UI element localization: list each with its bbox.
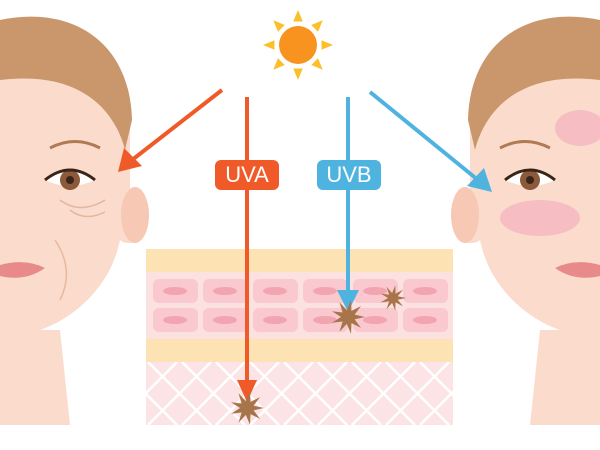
collagen-fiber (283, 362, 348, 425)
sun-ray (311, 20, 323, 32)
sun-ray (293, 68, 303, 80)
sun-ray (321, 40, 333, 50)
skin-cross-section (80, 249, 517, 425)
uva-arrowhead-dermis (237, 380, 257, 402)
uva-label: UVA (215, 160, 279, 190)
uva-rays (118, 88, 257, 402)
uvb-arrowhead-skin (337, 290, 359, 312)
collagen-fiber (147, 362, 212, 425)
collagen-fiber (385, 362, 450, 425)
uvb-rays (337, 90, 492, 312)
collagen-fiber (181, 362, 246, 425)
collagen-fiber (454, 362, 517, 425)
uva-arrowhead-face (118, 148, 142, 172)
cell-nucleus (413, 316, 437, 324)
sun-ray (293, 10, 303, 22)
cell-nucleus (213, 287, 237, 295)
sun-icon (263, 10, 333, 80)
collagen-fiber (146, 362, 178, 395)
cell-nucleus (313, 287, 337, 295)
sun-ray (311, 58, 323, 70)
cell-nucleus (163, 287, 187, 295)
collagen-fiber (419, 390, 453, 425)
sun-ray (273, 20, 285, 32)
cell-nucleus (163, 316, 187, 324)
cell-nucleus (313, 316, 337, 324)
uvb-label: UVB (317, 160, 381, 190)
collagen-fiber (249, 362, 314, 425)
uvb-arrowhead-face (467, 168, 492, 192)
sun-ray (263, 40, 275, 50)
basal-layer (146, 339, 453, 362)
damage-spot (380, 285, 406, 311)
collagen-fiber (454, 362, 517, 425)
left-face-aged (0, 16, 149, 426)
collagen-fiber (80, 362, 143, 425)
collagen-fiber (317, 362, 382, 425)
collagen-fiber (146, 392, 178, 425)
damage-spot (332, 300, 365, 334)
epidermis-top-layer (146, 249, 453, 272)
damage-spots (231, 285, 406, 425)
damage-spot (231, 391, 264, 425)
collagen-fiber (80, 362, 143, 425)
right-face-sunburned (451, 16, 600, 426)
cell-nucleus (213, 316, 237, 324)
cell-nucleus (263, 316, 287, 324)
dermis-layer (146, 362, 453, 425)
collagen-fiber (351, 362, 416, 425)
sun-ray (273, 58, 285, 70)
cell-nucleus (263, 287, 287, 295)
cell-nucleus (363, 316, 387, 324)
cell-nucleus (413, 287, 437, 295)
cell-nucleus (363, 287, 387, 295)
